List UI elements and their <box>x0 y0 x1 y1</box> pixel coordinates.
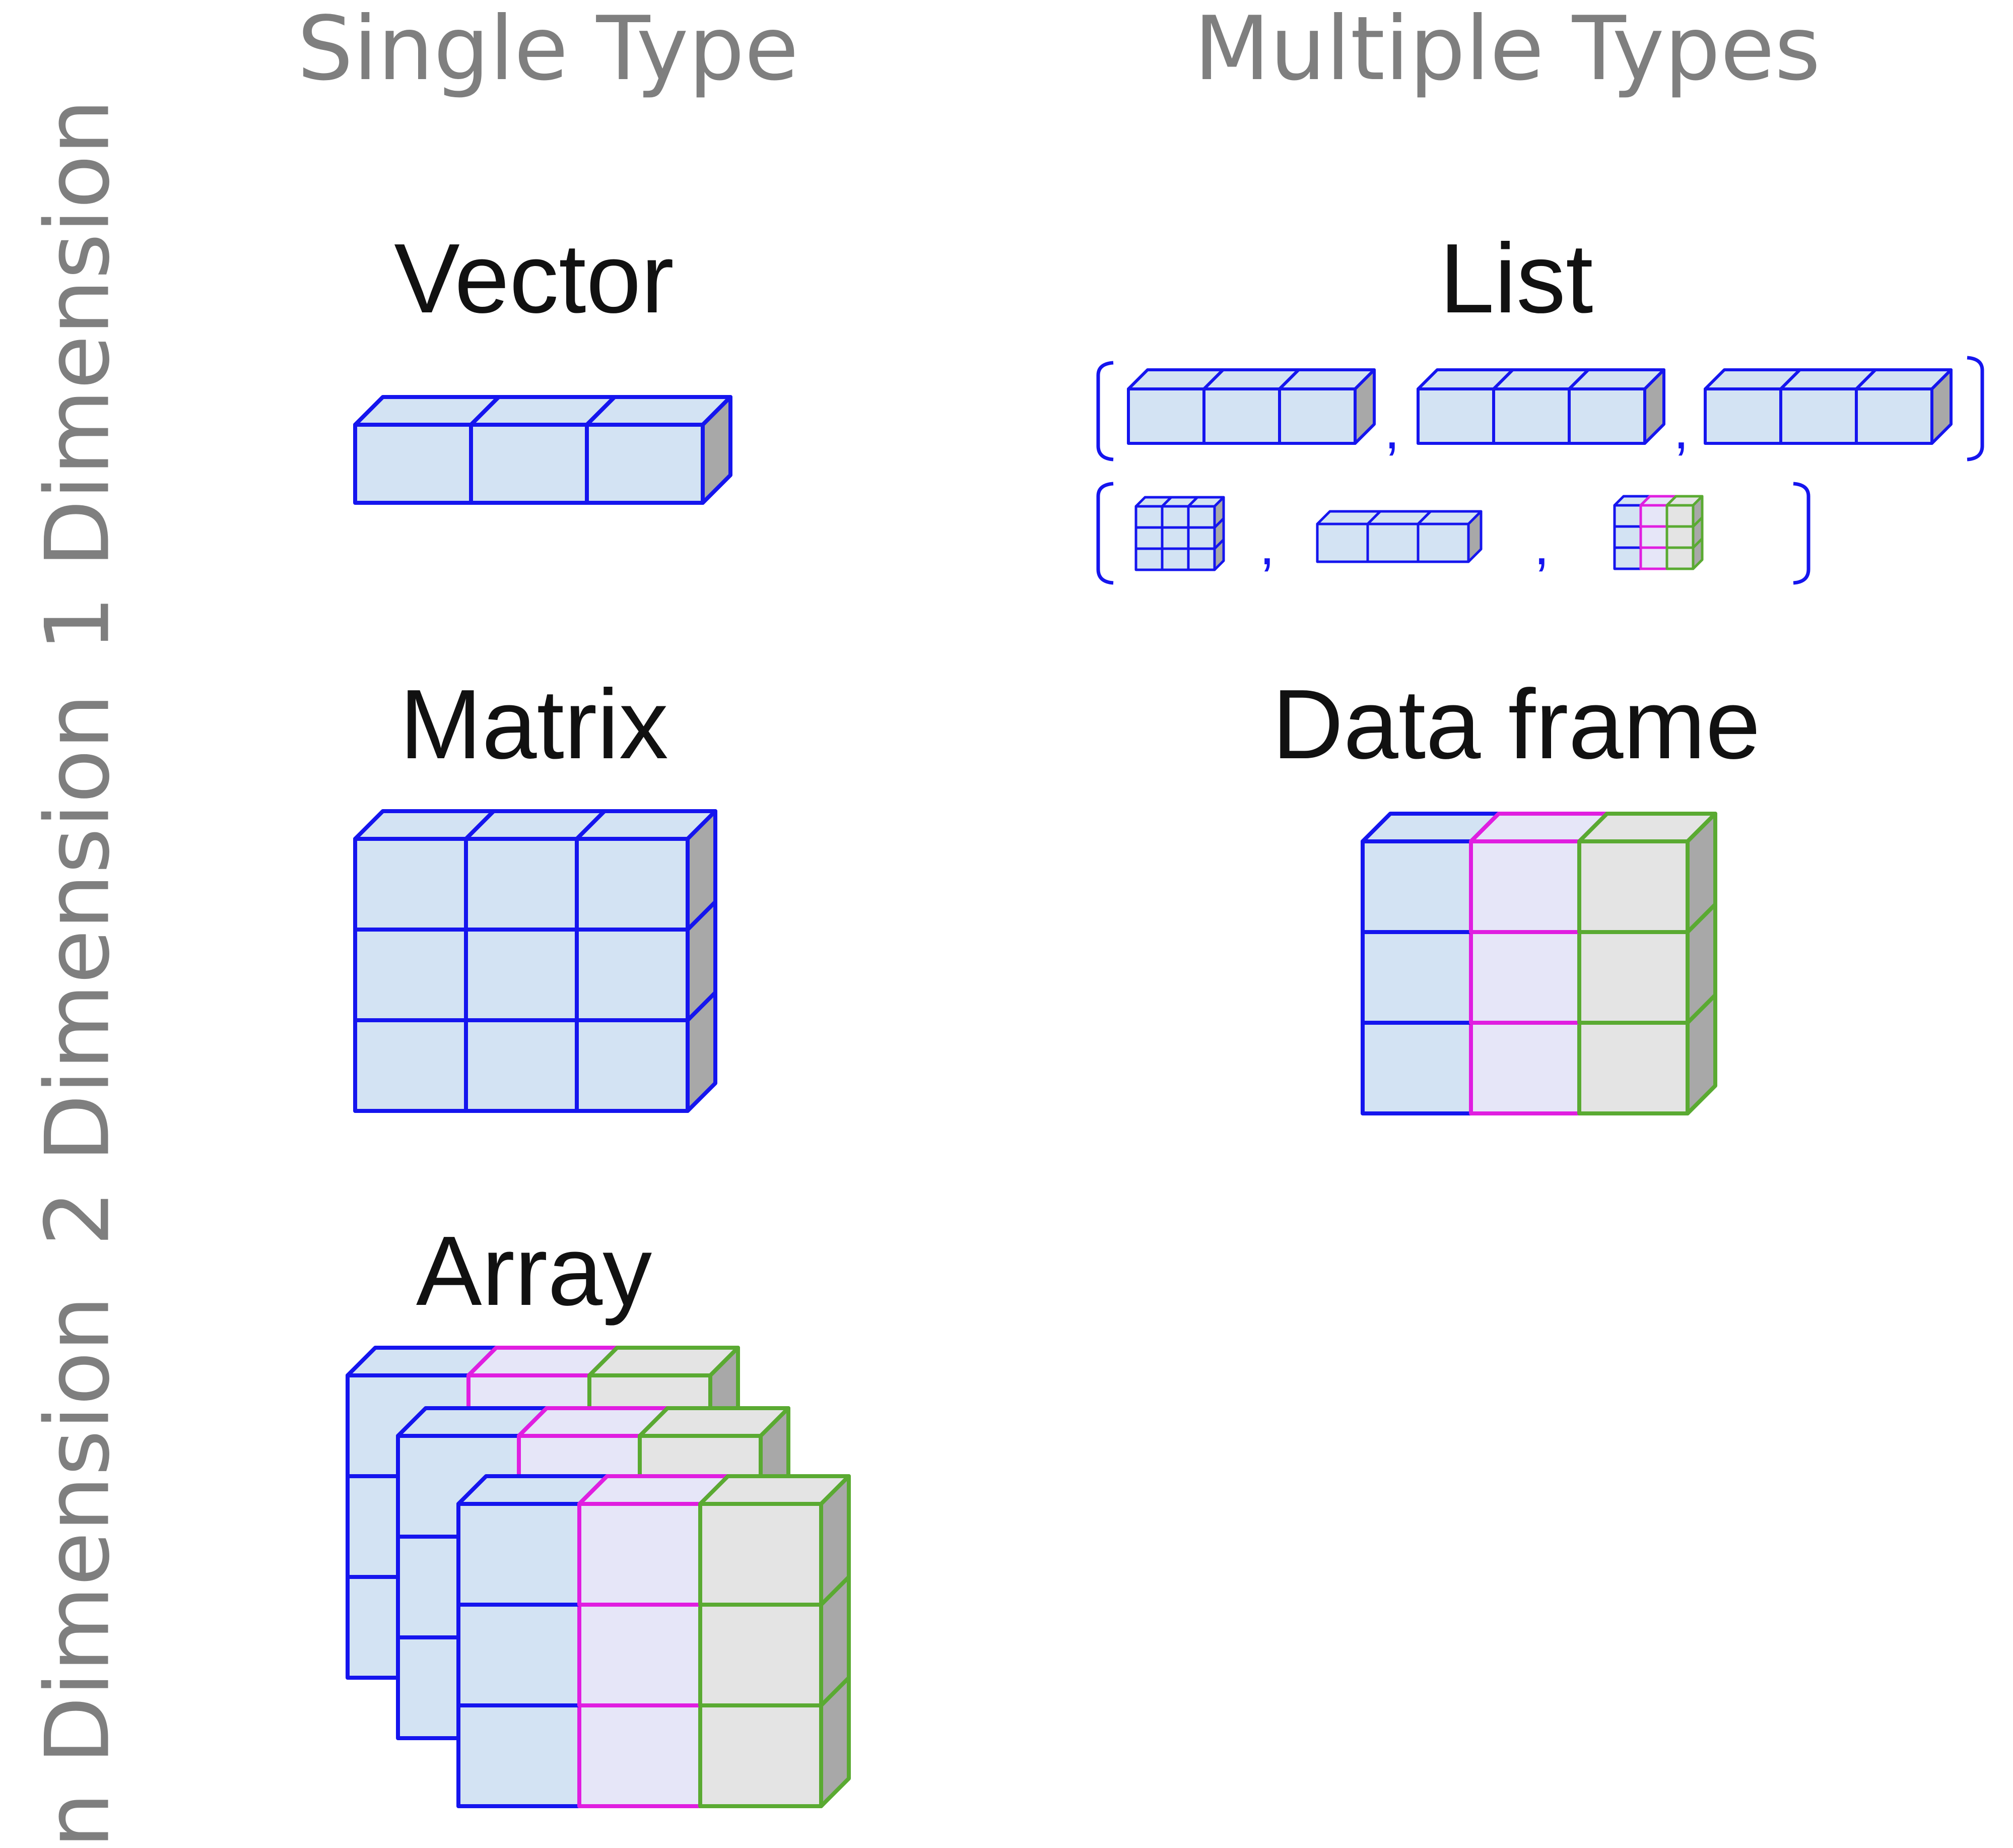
cube-cell-green <box>698 1474 851 1607</box>
column-header-multiple-types: Multiple Types <box>1194 0 1821 100</box>
list-comma-4: , <box>1534 514 1550 576</box>
cube-cell-blue <box>585 395 732 505</box>
column-header-single-type: Single Type <box>297 0 799 100</box>
cube-cell-blue <box>1417 510 1483 563</box>
list-diagram: , , , , <box>1096 356 1984 585</box>
cube-cell-blue <box>1568 368 1665 445</box>
list-comma-3: , <box>1259 514 1275 576</box>
data-frame-title: Data frame <box>1272 669 1761 779</box>
vector-title: Vector <box>394 223 674 334</box>
matrix-title: Matrix <box>399 669 668 779</box>
cube-cell-green <box>1577 812 1717 934</box>
list-bracket-left-2 <box>1096 482 1114 585</box>
data-frame-diagram <box>1361 812 1717 1115</box>
cube-cell-blue <box>1187 496 1225 529</box>
array-title: Array <box>416 1216 652 1326</box>
cube-cell-blue <box>1278 368 1376 445</box>
list-bracket-right-1 <box>1967 356 1984 461</box>
cube-cell-blue <box>575 809 717 932</box>
list-comma-1: , <box>1384 399 1400 460</box>
list-bracket-left-1 <box>1096 361 1114 461</box>
list-comma-2: , <box>1673 399 1689 460</box>
list-bracket-right-2 <box>1793 482 1810 585</box>
cube-cell-blue <box>1855 368 1953 445</box>
array-diagram <box>346 1346 851 1808</box>
matrix-diagram <box>353 809 717 1113</box>
cube-cell-green <box>1665 495 1704 528</box>
list-title: List <box>1439 223 1593 334</box>
vector-diagram <box>353 395 732 505</box>
